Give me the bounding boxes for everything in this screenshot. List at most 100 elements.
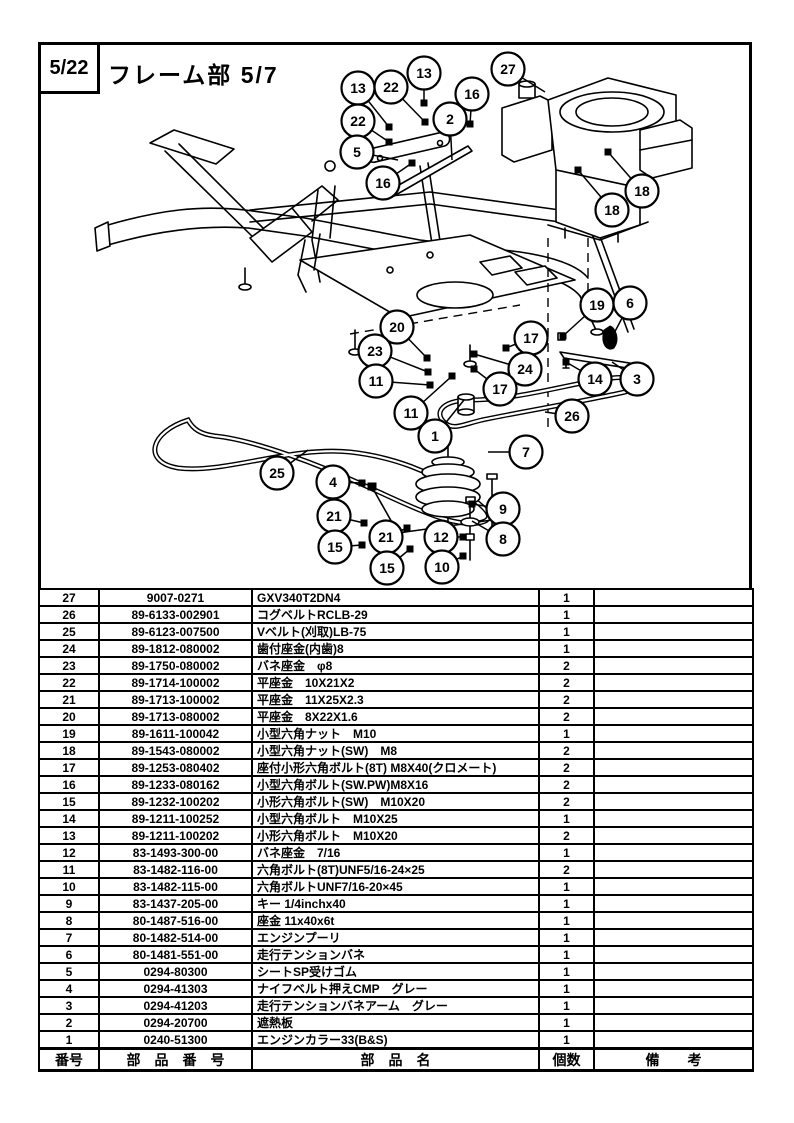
callout-24: 24 [507, 351, 543, 387]
table-cell: エンジンプーリ [251, 928, 540, 947]
table-cell: 1 [538, 911, 595, 930]
table-cell: バネ座金 7/16 [251, 843, 540, 862]
table-cell: 9 [38, 894, 100, 913]
callout-circle [454, 76, 490, 112]
table-cell: 89-1543-080002 [98, 741, 253, 760]
table-cell [593, 724, 754, 743]
table-cell: 3 [38, 996, 100, 1015]
hardware-marker [502, 344, 510, 352]
table-cell: 走行テンションバネ [251, 945, 540, 964]
hardware-marker [408, 159, 416, 167]
table-cell: 16 [38, 775, 100, 794]
table-cell [593, 945, 754, 964]
callout-22: 22 [373, 69, 409, 105]
hardware-marker [604, 148, 612, 156]
callout-11: 11 [393, 395, 429, 431]
table-cell [593, 758, 754, 777]
callout-circle [358, 363, 394, 399]
page-title: フレーム部 5/7 [108, 62, 279, 88]
table-cell: 2 [38, 1013, 100, 1032]
callout-number: 15 [379, 560, 395, 576]
table-cell: 1 [538, 962, 595, 981]
callout-number: 21 [378, 529, 394, 545]
hardware-marker [426, 381, 434, 389]
table-cell [593, 877, 754, 896]
table-cell: 小型六角ナット M10 [251, 724, 540, 743]
header-qty: 個数 [538, 1047, 595, 1072]
table-cell: 2 [538, 690, 595, 709]
callout-12: 12 [423, 519, 459, 555]
callout-number: 16 [464, 86, 480, 102]
table-cell: 小形六角ボルト M10X20 [251, 826, 540, 845]
hardware-marker [358, 479, 366, 487]
hardware-marker [459, 552, 467, 560]
table-cell: Vベルト(刈取)LB-75 [251, 622, 540, 641]
table-cell [593, 1030, 754, 1050]
hardware-marker [574, 166, 582, 174]
callout-14: 14 [577, 361, 613, 397]
callout-number: 17 [492, 381, 508, 397]
table-cell [593, 741, 754, 760]
table-cell: 8 [38, 911, 100, 930]
callout-circle [373, 69, 409, 105]
pulley-art [415, 429, 481, 561]
table-cell [593, 775, 754, 794]
callout-16: 16 [365, 165, 401, 201]
callout-number: 24 [517, 361, 533, 377]
table-cell: ナイフベルト押えCMP グレー [251, 979, 540, 998]
callout-number: 13 [350, 80, 366, 96]
table-cell: 六角ボルトUNF7/16-20×45 [251, 877, 540, 896]
hardware-marker [470, 350, 478, 358]
callout-number: 13 [416, 65, 432, 81]
header-name: 部 品 名 [251, 1047, 540, 1072]
table-cell: シートSP受けゴム [251, 962, 540, 981]
hardware-marker [459, 533, 467, 541]
table-cell: 平座金 10X21X2 [251, 673, 540, 692]
table-cell: 89-1211-100202 [98, 826, 253, 845]
table-cell: 89-1233-080162 [98, 775, 253, 794]
callout-23: 23 [357, 333, 393, 369]
table-cell: 1 [538, 928, 595, 947]
table-cell [593, 622, 754, 641]
callout-number: 10 [434, 559, 450, 575]
table-cell: 平座金 8X22X1.6 [251, 707, 540, 726]
callout-9: 9 [485, 491, 521, 527]
table-cell [593, 639, 754, 658]
callout-circle [432, 101, 468, 137]
table-cell: 2 [538, 792, 595, 811]
callout-number: 11 [369, 373, 384, 389]
table-cell [593, 894, 754, 913]
callout-circle [406, 55, 442, 91]
callout-circle [369, 550, 405, 586]
table-cell: 1 [538, 639, 595, 658]
table-cell: 14 [38, 809, 100, 828]
table-cell: 2 [538, 775, 595, 794]
table-cell: 12 [38, 843, 100, 862]
callout-22: 22 [340, 103, 376, 139]
table-cell: 1 [538, 622, 595, 641]
table-cell: 六角ボルト(8T)UNF5/16-24×25 [251, 860, 540, 879]
callout-21: 21 [316, 498, 352, 534]
table-cell: 89-1812-080002 [98, 639, 253, 658]
hardware-markers [358, 99, 612, 560]
table-cell: 走行テンションバネアーム グレー [251, 996, 540, 1015]
callout-number: 18 [604, 202, 620, 218]
callout-circle [594, 192, 630, 228]
table-cell: 24 [38, 639, 100, 658]
hardware-marker [421, 118, 429, 126]
table-cell: 1 [38, 1030, 100, 1050]
callout-circle [482, 371, 518, 407]
callout-circle [508, 434, 544, 470]
